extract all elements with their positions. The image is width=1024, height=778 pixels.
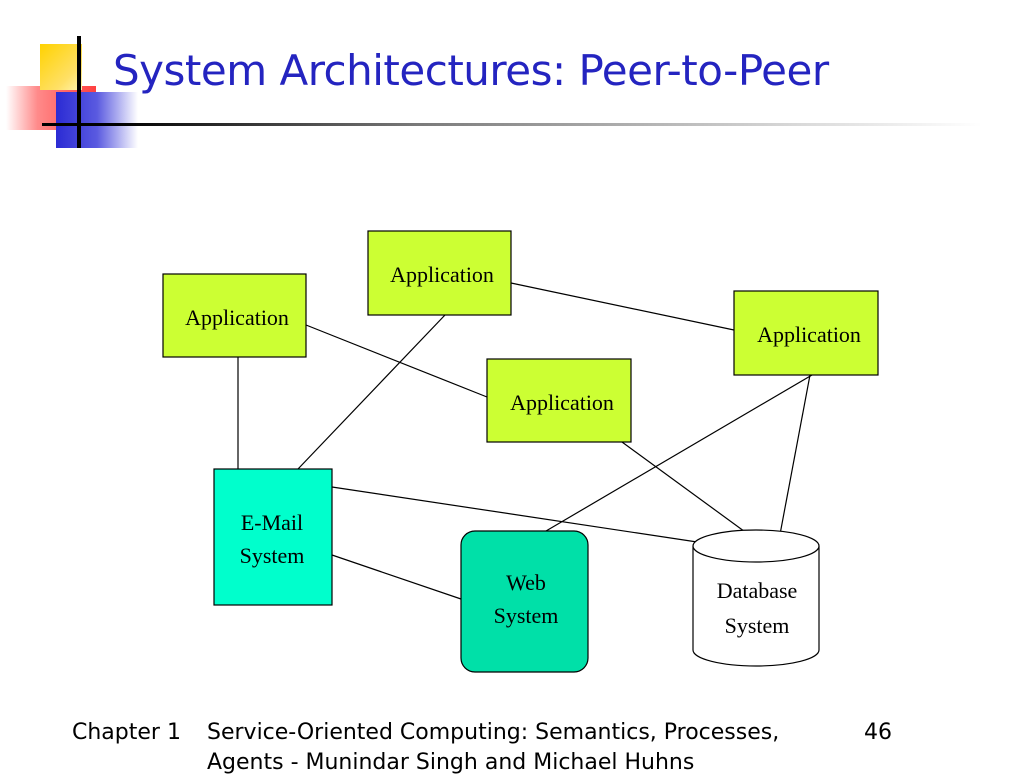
node-database-system-top xyxy=(692,529,820,563)
connector-apptop-email xyxy=(297,314,446,470)
footer-page-number: 46 xyxy=(864,720,892,745)
node-application-right-label: Application xyxy=(757,322,861,347)
footer-chapter: Chapter 1 xyxy=(72,720,181,745)
node-database-system-body xyxy=(692,546,820,667)
node-web-system-label-line2: System xyxy=(494,603,559,628)
node-application-center-label: Application xyxy=(510,390,614,415)
node-web-system: Web System xyxy=(460,530,589,673)
title-underline xyxy=(42,123,982,126)
title-decoration-yellow xyxy=(40,44,82,90)
node-email-system-label-line1: E-Mail xyxy=(241,510,303,535)
node-application-top-label: Application xyxy=(390,262,494,287)
connector-appcenter-database xyxy=(621,441,764,546)
node-application-left-box xyxy=(162,273,307,358)
node-database-system-label-line2: System xyxy=(725,613,790,638)
node-email-system: E-Mail System xyxy=(213,468,333,606)
node-application-left-label: Application xyxy=(185,305,289,330)
title-decoration-blue xyxy=(56,92,138,148)
node-application-top-box xyxy=(367,230,512,316)
node-web-system-label-line1: Web xyxy=(506,570,546,595)
footer-title: Service-Oriented Computing: Semantics, P… xyxy=(207,720,780,775)
node-database-system-label-line1: Database xyxy=(717,578,798,603)
node-web-system-box xyxy=(460,530,589,673)
node-application-top: Application xyxy=(367,230,512,316)
node-application-center-box xyxy=(486,358,632,443)
connector-appright-database xyxy=(777,374,811,546)
node-application-right: Application xyxy=(733,290,879,376)
connector-apptop-appright xyxy=(510,282,735,331)
node-email-system-box xyxy=(213,468,333,606)
connector-lines xyxy=(237,282,813,600)
connector-email-web xyxy=(331,554,462,600)
connector-appleft-appcenter xyxy=(305,324,488,398)
node-application-center: Application xyxy=(486,358,632,443)
node-application-left: Application xyxy=(162,273,307,358)
node-email-system-label-line2: System xyxy=(240,543,305,568)
connector-appright-web xyxy=(545,374,813,532)
node-application-right-box xyxy=(733,290,879,376)
title-decoration-vertical-line xyxy=(77,36,81,148)
node-database-system: Database System xyxy=(692,529,820,667)
connector-email-database xyxy=(331,486,718,546)
slide-title: System Architectures: Peer-to-Peer xyxy=(113,46,829,95)
